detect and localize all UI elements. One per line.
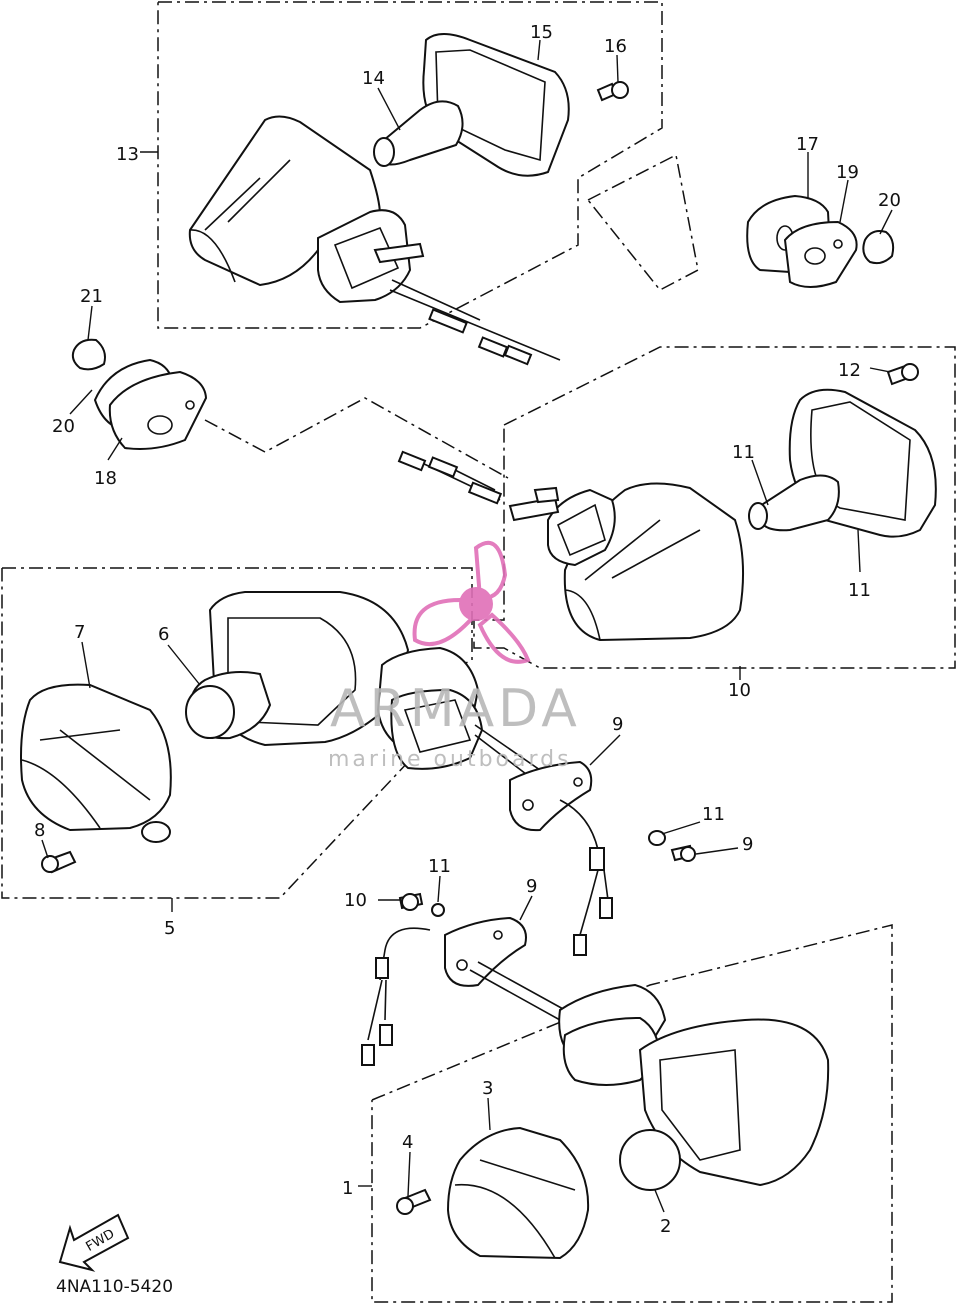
callout-4: 4 (402, 1132, 413, 1153)
callout-9-lower: 9 (526, 876, 537, 897)
diagram-code: 4NA110-5420 (56, 1277, 173, 1297)
callout-11-middle: 11 (702, 804, 725, 825)
watermark-tagline: marine outboards (328, 747, 572, 772)
leader-lines (41, 39, 893, 1213)
turn-signal-assembly-front-left (20, 591, 613, 956)
mounting-hardware-middle (398, 830, 696, 917)
callout-5: 5 (164, 918, 175, 939)
callout-15: 12 (838, 360, 861, 381)
cushion-assembly-lower (71, 338, 509, 479)
callout-22-upper: 20 (878, 190, 901, 211)
callout-2: 2 (660, 1216, 671, 1237)
callout-21-upper: 19 (836, 162, 859, 183)
watermark-logo-icon (412, 540, 531, 664)
callout-14: 11 (848, 580, 871, 601)
callout-labels: 13 14 15 16 17 19 20 21 20 18 12 11 11 1… (34, 22, 901, 1237)
callout-19: 16 (604, 36, 627, 57)
callout-20-lower: 18 (94, 468, 117, 489)
callout-7: 7 (74, 622, 85, 643)
cushion-assembly-upper (746, 194, 895, 288)
callout-10-middle: 9 (742, 834, 753, 855)
callout-20-upper: 17 (796, 134, 819, 155)
callout-10-lower: 10 (344, 890, 367, 911)
callout-12: 10 (728, 680, 751, 701)
turn-signal-assembly-rear-left (188, 33, 629, 366)
callout-18: 15 (530, 22, 553, 43)
watermark-brand: ARMADA (330, 679, 581, 739)
callout-8: 8 (34, 820, 45, 841)
callout-9-middle: 9 (612, 714, 623, 735)
callout-11-lower: 11 (428, 856, 451, 877)
callout-1: 1 (342, 1178, 353, 1199)
turn-signal-assembly-front-right (361, 916, 830, 1260)
watermark: ARMADA marine outboards (328, 540, 581, 772)
callout-22-lower: 21 (80, 286, 103, 307)
callout-13: 11 (732, 442, 755, 463)
callout-6: 6 (158, 624, 169, 645)
fwd-arrow-icon: FWD (58, 1213, 130, 1272)
callout-17: 14 (362, 68, 385, 89)
callout-3: 3 (482, 1078, 493, 1099)
turn-signal-assembly-rear-right (397, 363, 937, 642)
callout-16: 13 (116, 144, 139, 165)
callout-21-lower: 20 (52, 416, 75, 437)
